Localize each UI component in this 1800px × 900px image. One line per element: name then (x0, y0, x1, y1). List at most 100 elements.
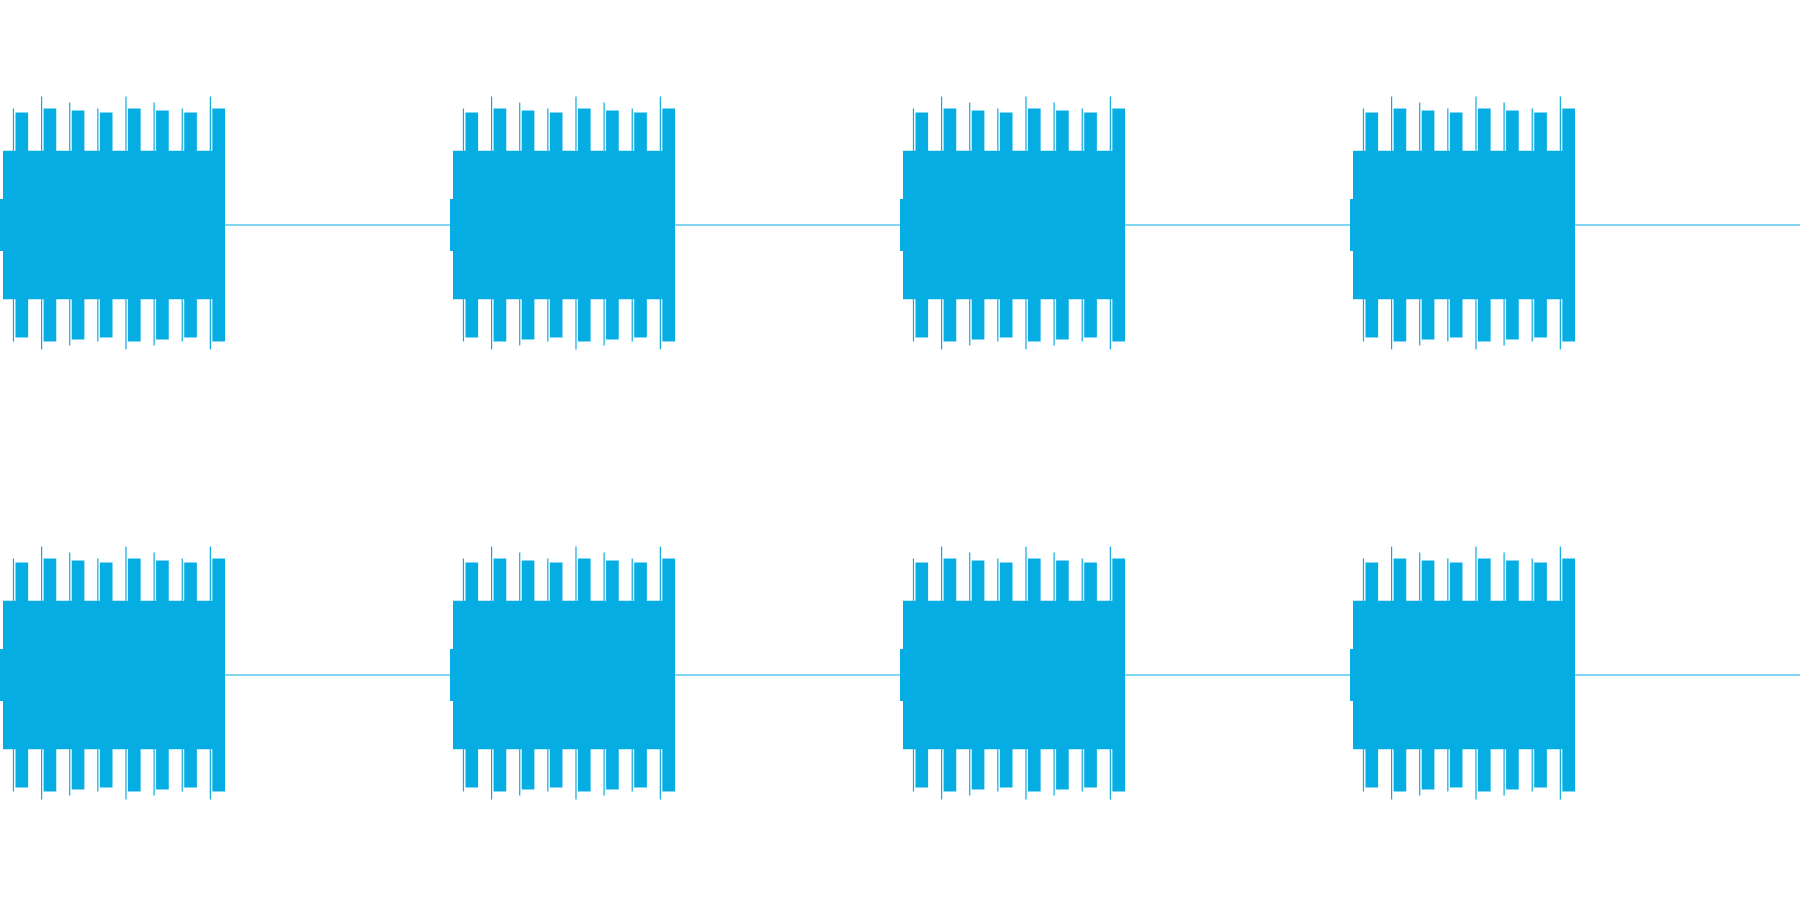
burst-pulse-bottom (43, 298, 57, 342)
burst-pulse-top (634, 562, 647, 602)
burst-pulse-bottom (493, 748, 507, 792)
waveform-channel-2 (0, 546, 1800, 800)
burst-pulse-top (127, 108, 141, 152)
burst-attack (0, 649, 4, 701)
burst-pulse-bottom (99, 748, 113, 788)
burst-pulse-bottom (915, 748, 929, 788)
burst-pulse-bottom (1506, 748, 1519, 790)
burst-core (903, 150, 1125, 300)
burst-pulse-bottom (1477, 298, 1491, 342)
burst-pulse-top (606, 560, 619, 602)
waveform-burst-4 (1350, 546, 1575, 800)
burst-attack (900, 649, 904, 701)
burst-pulse-top (1534, 112, 1547, 152)
waveform-burst-1 (0, 96, 225, 350)
burst-pulse-top (1534, 562, 1547, 602)
burst-pulse-bottom (127, 748, 141, 792)
burst-attack (900, 199, 904, 251)
burst-core (1353, 150, 1575, 300)
burst-pulse-bottom (971, 748, 985, 790)
burst-pulse-top (493, 558, 507, 602)
burst-pulse-top (577, 108, 591, 152)
burst-pulse-bottom (943, 298, 957, 342)
burst-pulse-top (127, 558, 141, 602)
burst-pulse-top (71, 560, 85, 602)
burst-pulse-top (915, 562, 929, 602)
burst-pulse-bottom (1056, 298, 1069, 340)
burst-pulse-top (577, 558, 591, 602)
waveform-burst-3 (900, 546, 1125, 800)
burst-pulse-top (1449, 112, 1463, 152)
burst-pulse-bottom (1534, 748, 1547, 788)
burst-pulse-bottom (127, 298, 141, 342)
burst-release (669, 562, 675, 788)
burst-pulse-top (1421, 110, 1435, 152)
burst-pulse-top (606, 110, 619, 152)
burst-core (3, 150, 225, 300)
burst-pulse-bottom (1534, 298, 1547, 338)
burst-attack (1350, 649, 1354, 701)
burst-pulse-top (43, 558, 57, 602)
burst-release (219, 562, 225, 788)
burst-pulse-bottom (1084, 298, 1097, 338)
burst-pulse-bottom (493, 298, 507, 342)
burst-pulse-top (465, 112, 479, 152)
burst-pulse-top (15, 562, 29, 602)
burst-pulse-top (1084, 562, 1097, 602)
burst-pulse-top (943, 558, 957, 602)
burst-release (1119, 562, 1125, 788)
burst-pulse-top (1506, 560, 1519, 602)
burst-pulse-bottom (577, 298, 591, 342)
burst-pulse-bottom (1393, 748, 1407, 792)
burst-attack (450, 199, 454, 251)
burst-pulse-top (1393, 558, 1407, 602)
waveform-burst-3 (900, 96, 1125, 350)
burst-pulse-bottom (943, 748, 957, 792)
burst-core (1353, 600, 1575, 750)
burst-pulse-top (1365, 562, 1379, 602)
burst-pulse-top (521, 560, 535, 602)
burst-pulse-bottom (549, 298, 563, 338)
burst-pulse-bottom (15, 298, 29, 338)
burst-release (669, 112, 675, 338)
burst-pulse-top (1477, 558, 1491, 602)
burst-core (903, 600, 1125, 750)
burst-release (219, 112, 225, 338)
burst-pulse-bottom (999, 748, 1013, 788)
burst-pulse-bottom (606, 748, 619, 790)
burst-pulse-top (1365, 112, 1379, 152)
burst-pulse-bottom (1027, 748, 1041, 792)
burst-pulse-bottom (915, 298, 929, 338)
burst-pulse-top (1449, 562, 1463, 602)
burst-pulse-bottom (156, 748, 169, 790)
burst-pulse-top (156, 110, 169, 152)
burst-pulse-bottom (1365, 298, 1379, 338)
burst-pulse-bottom (577, 748, 591, 792)
burst-release (1569, 112, 1575, 338)
burst-attack (0, 199, 4, 251)
burst-pulse-bottom (1393, 298, 1407, 342)
burst-pulse-top (634, 112, 647, 152)
burst-pulse-top (915, 112, 929, 152)
burst-pulse-bottom (71, 748, 85, 790)
burst-release (1119, 112, 1125, 338)
burst-pulse-bottom (184, 298, 197, 338)
burst-pulse-bottom (1421, 748, 1435, 790)
burst-pulse-bottom (1449, 748, 1463, 788)
burst-pulse-top (1506, 110, 1519, 152)
burst-pulse-bottom (1477, 748, 1491, 792)
burst-attack (1350, 199, 1354, 251)
waveform-burst-2 (450, 546, 675, 800)
burst-pulse-top (1056, 110, 1069, 152)
burst-pulse-top (184, 562, 197, 602)
burst-core (453, 600, 675, 750)
waveform-burst-4 (1350, 96, 1575, 350)
burst-pulse-bottom (1056, 748, 1069, 790)
burst-pulse-bottom (465, 298, 479, 338)
burst-pulse-top (99, 112, 113, 152)
burst-pulse-top (999, 112, 1013, 152)
burst-pulse-top (943, 108, 957, 152)
burst-release (1569, 562, 1575, 788)
waveform-burst-2 (450, 96, 675, 350)
